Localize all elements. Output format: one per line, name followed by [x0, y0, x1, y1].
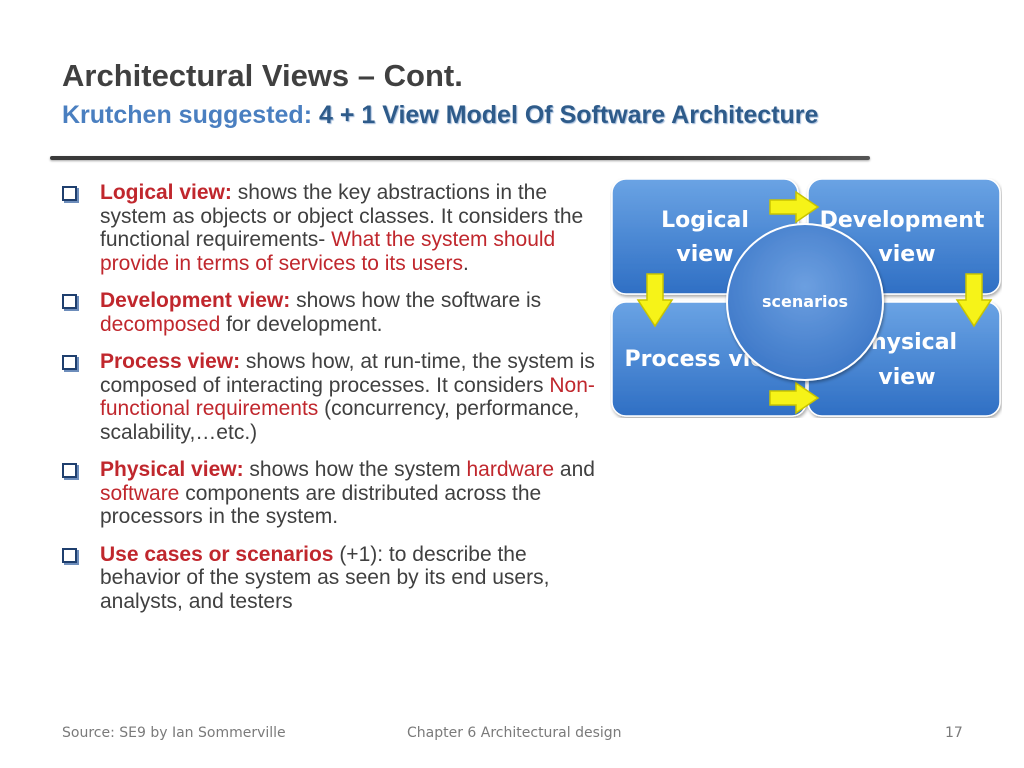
- box-physical-line2: view: [878, 365, 935, 390]
- checkbox-bullet-icon: [62, 186, 77, 201]
- scenarios-circle: scenarios: [726, 223, 884, 381]
- arrow-right-bottom-icon: [769, 381, 820, 415]
- bullet-physical-view: Physical view: shows how the system hard…: [62, 458, 607, 529]
- bullet-logical-view: Logical view: shows the key abstractions…: [62, 181, 607, 275]
- box-development-line1: Development: [820, 208, 985, 233]
- bullet-text: shows how the software is: [290, 289, 542, 312]
- bullet-term: Physical view:: [100, 458, 244, 481]
- bullet-text: shows how the system: [243, 458, 467, 481]
- bullet-highlight: software: [100, 481, 180, 505]
- footer-chapter: Chapter 6 Architectural design: [407, 725, 622, 741]
- bullet-text: (concurrency, performance, scalability,……: [100, 397, 580, 444]
- bullet-term: Development view:: [100, 289, 291, 312]
- box-development-line2: view: [878, 242, 935, 267]
- slide-subtitle: Krutchen suggested: 4 + 1 View Model Of …: [62, 101, 818, 130]
- title-divider: [50, 156, 870, 160]
- subtitle-emphasis: 4 + 1 View Model Of Software Architectur…: [318, 101, 819, 129]
- box-logical-line2: view: [676, 242, 733, 267]
- bullet-term: Use cases or scenarios: [100, 542, 334, 566]
- arrow-down-right-icon: [955, 273, 993, 328]
- four-plus-one-diagram: Logical view Development view Process vi…: [611, 178, 1001, 417]
- box-logical-line1: Logical: [661, 208, 749, 233]
- checkbox-bullet-icon: [62, 547, 77, 563]
- bullet-highlight: hardware: [466, 458, 555, 481]
- bullet-development-view: Development view: shows how the software…: [62, 289, 607, 336]
- bullet-highlight: decomposed: [100, 312, 221, 336]
- bullet-text: components are distributed across the pr…: [100, 481, 542, 529]
- page-number: 17: [945, 725, 963, 741]
- bullet-text: .: [462, 251, 469, 275]
- arrow-right-top-icon: [769, 190, 820, 224]
- bullet-process-view: Process view: shows how, at run-time, th…: [62, 350, 607, 444]
- bullet-text: shows the key abstractions in the system…: [100, 181, 584, 251]
- bullet-list: Logical view: shows the key abstractions…: [62, 181, 607, 627]
- bullet-text: (+1): to describe the behavior of the sy…: [100, 542, 550, 613]
- checkbox-bullet-icon: [62, 463, 77, 478]
- footer-source: Source: SE9 by Ian Sommerville: [62, 725, 286, 741]
- bullet-text: shows how, at run-time, the system is co…: [100, 350, 595, 397]
- arrow-down-left-icon: [636, 273, 674, 328]
- bullet-highlight: What the system should provide in terms …: [100, 228, 556, 275]
- bullet-term: Logical view:: [100, 181, 232, 204]
- checkbox-bullet-icon: [62, 294, 77, 309]
- bullet-text: and: [554, 458, 595, 481]
- bullet-scenarios: Use cases or scenarios (+1): to describe…: [62, 543, 607, 614]
- scenarios-label: scenarios: [762, 292, 848, 311]
- bullet-highlight: Non-functional requirements: [100, 373, 595, 421]
- subtitle-prefix: Krutchen suggested:: [62, 101, 319, 129]
- bullet-text: for development.: [220, 312, 383, 336]
- bullet-term: Process view:: [100, 350, 241, 373]
- slide-title: Architectural Views – Cont.: [62, 58, 463, 93]
- checkbox-bullet-icon: [62, 355, 77, 370]
